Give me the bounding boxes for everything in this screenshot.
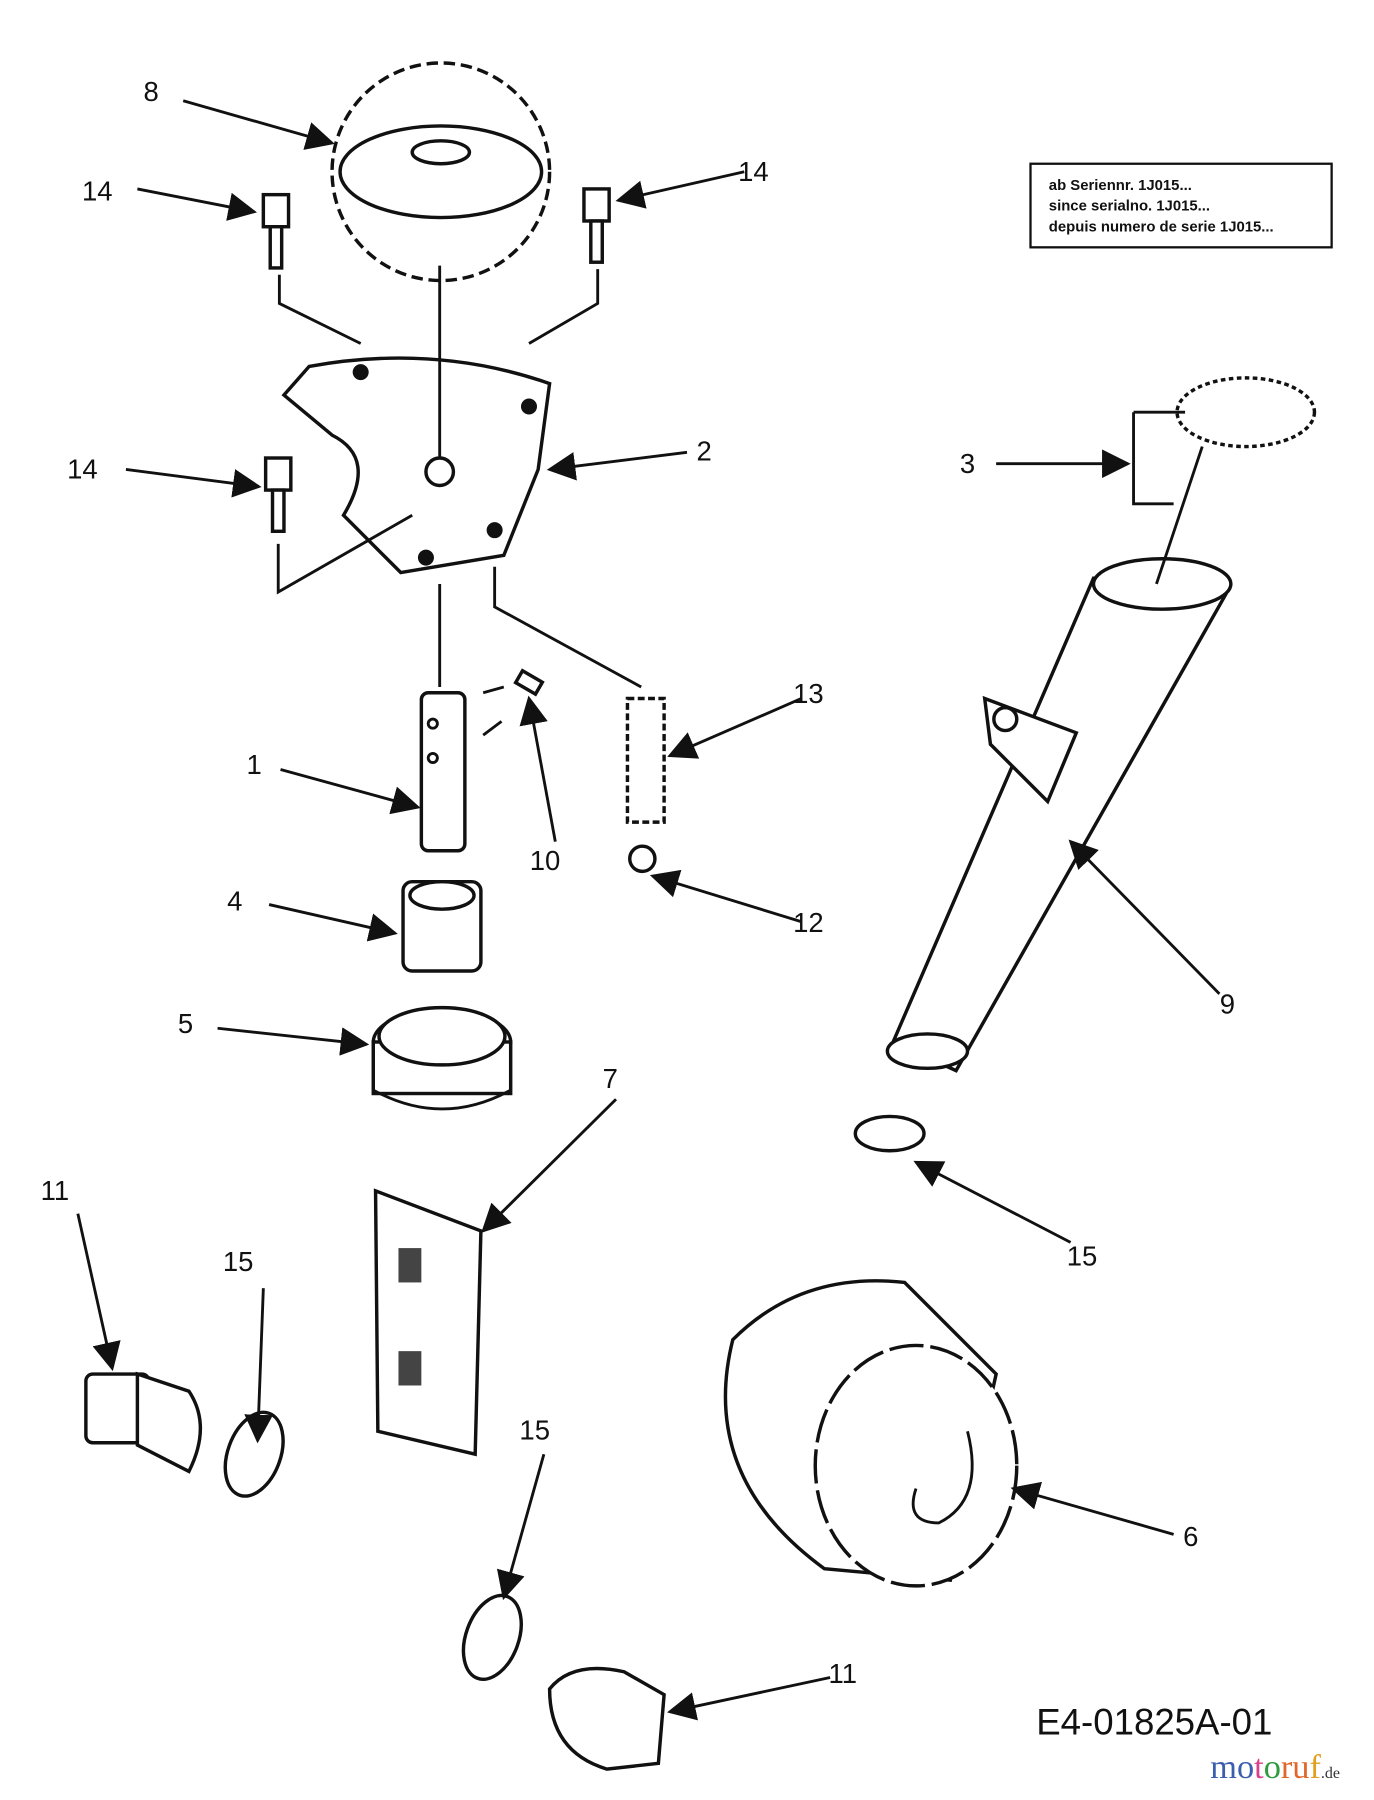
leader-arrow	[667, 1676, 831, 1721]
part-number-label: 14	[82, 175, 113, 206]
part-number-label: 4	[227, 885, 242, 916]
leader-arrow	[1010, 1481, 1175, 1536]
part-number-label: 15	[1067, 1240, 1098, 1271]
leader-arrow	[481, 1098, 618, 1233]
leader-arrow	[137, 187, 257, 221]
watermark-logo: motoruf.de	[1210, 1748, 1340, 1786]
part-number-label: 1	[247, 749, 262, 780]
part-number-label: 11	[41, 1175, 70, 1206]
part-number-label: 10	[530, 845, 561, 876]
leader-arrow	[913, 1160, 1072, 1244]
part-number-label: 15	[519, 1414, 550, 1445]
note-line: depuis numero de serie 1J015...	[1049, 219, 1274, 235]
part-number-label: 11	[828, 1658, 857, 1689]
drawing-code: E4-01825A-01	[1036, 1702, 1272, 1743]
part-number-label: 6	[1183, 1521, 1198, 1552]
leader-arrow	[667, 697, 803, 759]
leader-arrow	[1068, 839, 1221, 995]
leader-arrow	[76, 1213, 121, 1372]
note-line: ab Seriennr. 1J015...	[1049, 178, 1192, 194]
part-number-label: 9	[1220, 988, 1235, 1019]
spring-part-13	[625, 696, 666, 874]
dipstick-tube-part-9	[853, 376, 1317, 1153]
oil-filter-part-6	[723, 1279, 1019, 1588]
leader-arrow	[244, 1288, 273, 1444]
part-number-label: 13	[793, 678, 824, 709]
part-number-label: 8	[143, 76, 158, 107]
gear-part-8	[330, 61, 552, 283]
serial-note-box: ab Seriennr. 1J015... since serialno. 1J…	[1029, 162, 1333, 249]
drain-plug-part-11	[84, 1371, 666, 1771]
pump-cover-part-2	[276, 265, 642, 689]
leader-arrow	[182, 99, 335, 150]
part-number-label: 14	[67, 454, 98, 485]
shaft-part-1	[419, 668, 545, 853]
part-number-label: 2	[697, 435, 712, 466]
bolt-part-14	[261, 187, 611, 534]
note-line: since serialno. 1J015...	[1049, 199, 1210, 215]
leader-arrow	[125, 468, 262, 498]
leader-arrow	[615, 170, 745, 209]
part-number-label: 14	[738, 156, 769, 187]
part-number-label: 7	[603, 1063, 618, 1094]
leader-arrow	[649, 869, 802, 924]
leader-arrow	[280, 768, 421, 815]
part-number-label: 12	[793, 907, 824, 938]
leader-arrow	[496, 1453, 546, 1601]
leader-arrow	[268, 903, 398, 942]
part-number-label: 3	[960, 448, 975, 479]
leader-arrow	[519, 695, 557, 842]
part-number-label: 15	[223, 1246, 254, 1277]
leader-arrow	[217, 1026, 370, 1056]
leader-arrow	[546, 450, 688, 481]
rotor-part-4	[371, 879, 513, 1111]
screen-part-7	[373, 1188, 483, 1457]
part-number-label: 5	[178, 1008, 193, 1039]
